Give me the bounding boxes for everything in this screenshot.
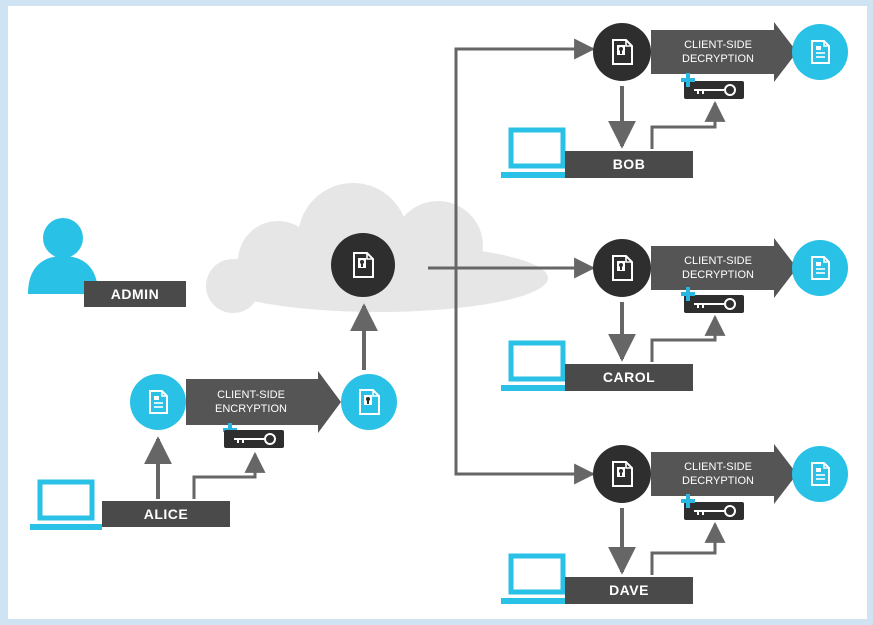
encryption-diagram: ADMIN ALICE CLIENT-SIDE ENCRYPTION <box>8 6 867 619</box>
svg-text:ENCRYPTION: ENCRYPTION <box>215 403 287 415</box>
bob-to-key-arrow <box>650 100 726 149</box>
alice-label: ALICE <box>102 501 230 527</box>
carol-decrypted-document <box>792 240 848 296</box>
dave-locked-document <box>593 445 651 503</box>
alice-encryption-step: CLIENT-SIDE ENCRYPTION <box>186 371 341 433</box>
svg-text:CLIENT-SIDE: CLIENT-SIDE <box>684 461 752 473</box>
svg-text:BOB: BOB <box>613 156 646 172</box>
svg-text:DECRYPTION: DECRYPTION <box>682 475 754 487</box>
bob-decrypted-document <box>792 24 848 80</box>
bob-laptop-icon <box>501 130 573 178</box>
carol-key-icon <box>683 294 745 314</box>
recipient-carol: CLIENT-SIDE DECRYPTION CAROL <box>501 238 848 391</box>
svg-text:CLIENT-SIDE: CLIENT-SIDE <box>684 39 752 51</box>
carol-decryption-step: CLIENT-SIDE DECRYPTION <box>651 238 797 298</box>
bob-locked-document <box>593 23 651 81</box>
dave-decrypted-document <box>792 446 848 502</box>
carol-laptop-icon <box>501 343 573 391</box>
carol-locked-document <box>593 239 651 297</box>
admin-user-icon <box>28 218 98 294</box>
bob-label: BOB <box>565 151 693 178</box>
alice-key-icon <box>223 429 285 449</box>
recipient-bob: CLIENT-SIDE DECRYPTION BOB <box>501 22 848 178</box>
dave-key-icon <box>683 501 745 521</box>
dave-decryption-step: CLIENT-SIDE DECRYPTION <box>651 444 797 504</box>
svg-text:DECRYPTION: DECRYPTION <box>682 269 754 281</box>
alice-laptop-icon <box>30 482 102 530</box>
svg-text:DECRYPTION: DECRYPTION <box>682 53 754 65</box>
cloud-to-dave-arrow <box>454 268 596 485</box>
bob-decryption-step: CLIENT-SIDE DECRYPTION <box>651 22 797 82</box>
alice-plain-document <box>130 374 186 430</box>
svg-text:DAVE: DAVE <box>609 582 649 598</box>
bob-key-icon <box>683 80 745 100</box>
cloud-to-bob-arrow <box>454 38 596 268</box>
alice-encrypted-document <box>341 374 397 430</box>
dave-label: DAVE <box>565 577 693 604</box>
cloud-locked-document <box>331 233 395 297</box>
carol-to-key-arrow <box>650 314 726 362</box>
admin-label: ADMIN <box>84 281 186 307</box>
dave-to-key-arrow <box>650 521 726 575</box>
svg-text:CAROL: CAROL <box>603 369 655 385</box>
carol-label: CAROL <box>565 364 693 391</box>
svg-text:ADMIN: ADMIN <box>111 286 159 302</box>
svg-text:CLIENT-SIDE: CLIENT-SIDE <box>217 389 285 401</box>
recipient-dave: CLIENT-SIDE DECRYPTION DAVE <box>501 444 848 604</box>
alice-to-key-arrow <box>192 451 266 499</box>
svg-text:CLIENT-SIDE: CLIENT-SIDE <box>684 255 752 267</box>
svg-text:ALICE: ALICE <box>144 506 189 522</box>
diagram-canvas: ADMIN ALICE CLIENT-SIDE ENCRYPTION <box>8 22 848 619</box>
dave-laptop-icon <box>501 556 573 604</box>
